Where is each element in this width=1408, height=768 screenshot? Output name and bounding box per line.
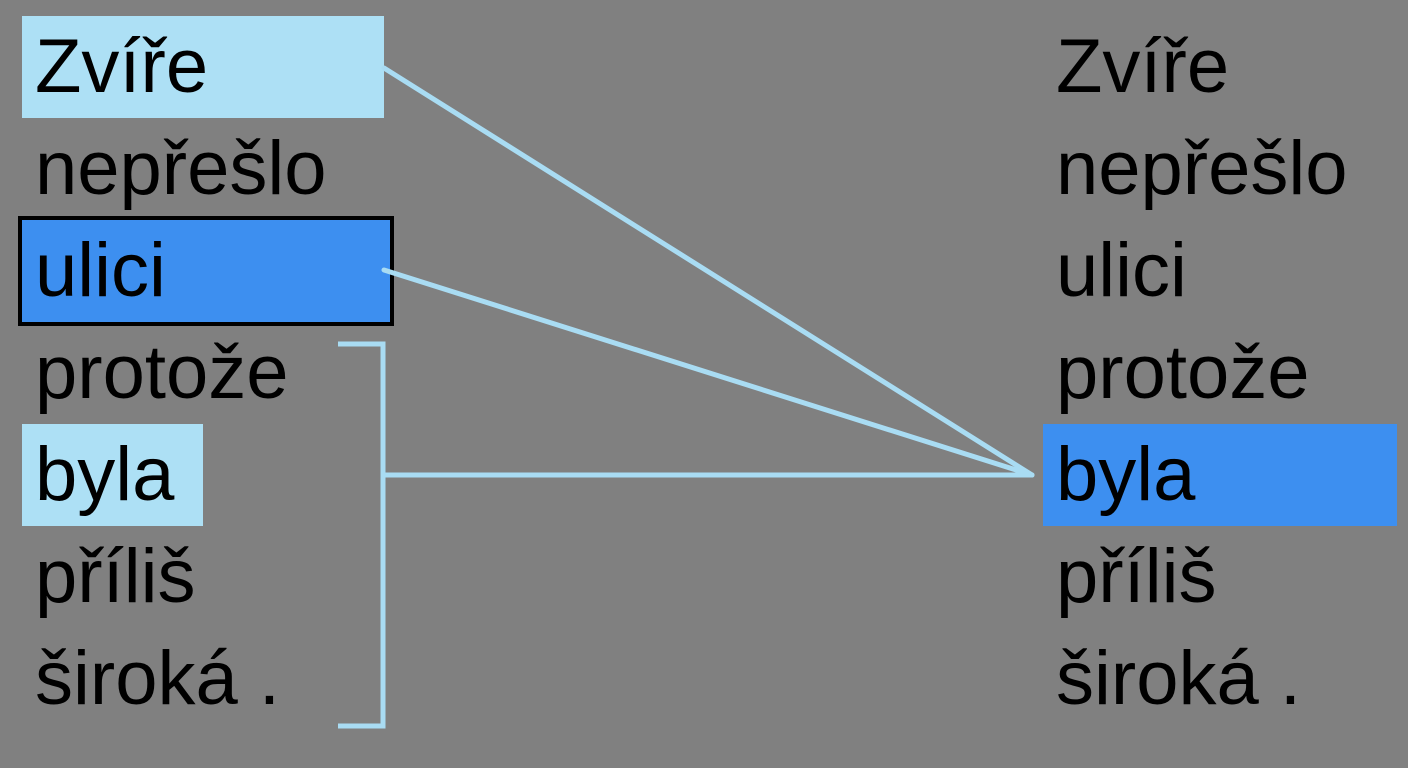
target-token: Zvíře: [1056, 24, 1230, 109]
target-token: široká .: [1056, 636, 1301, 721]
target-token: ulici: [1056, 228, 1187, 313]
source-token: nepřešlo: [35, 126, 327, 211]
source-token: široká .: [35, 636, 280, 721]
target-token: byla: [1043, 424, 1397, 526]
target-token: protože: [1056, 330, 1310, 415]
source-token: ulici: [18, 216, 394, 326]
source-token: Zvíře: [22, 16, 384, 118]
target-token: nepřešlo: [1056, 126, 1348, 211]
source-token: byla: [22, 424, 203, 526]
link-line: [381, 65, 1035, 478]
link-line: [381, 267, 1035, 478]
source-token: příliš: [35, 534, 196, 619]
target-token: příliš: [1056, 534, 1217, 619]
source-token: protože: [35, 330, 289, 415]
context-bracket: [338, 341, 386, 729]
